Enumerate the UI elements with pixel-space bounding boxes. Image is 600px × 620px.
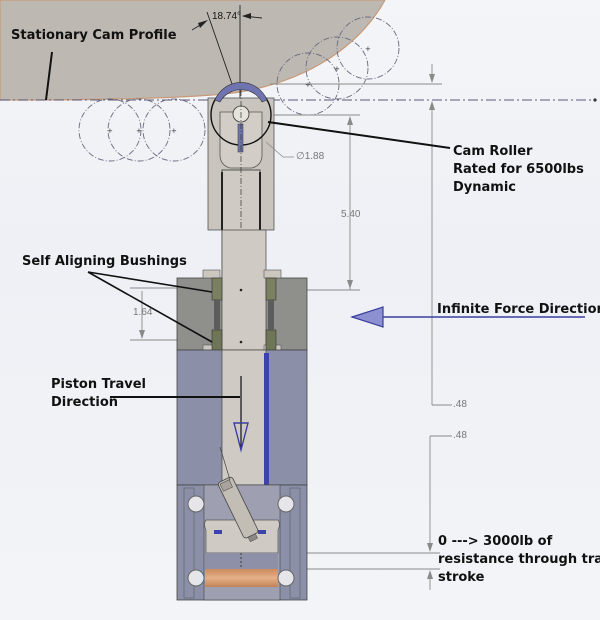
- angled-bolt: [217, 476, 259, 543]
- svg-text:+: +: [305, 81, 311, 89]
- svg-text:+: +: [107, 127, 113, 135]
- roller-contact-surface: [214, 82, 268, 103]
- piston-travel-label: Piston Travel: [51, 377, 147, 392]
- svg-text:+: +: [136, 127, 142, 135]
- bushing-center-marks: [239, 288, 243, 344]
- resistance-element: [205, 569, 278, 587]
- force-arrowhead: [350, 306, 384, 328]
- dimension-arrows: [139, 74, 435, 579]
- bushing-leader-upper: [87, 271, 213, 293]
- diameter-leader: [265, 141, 294, 158]
- bushing-leader-lower: [87, 271, 213, 343]
- force-direction-label: Infinite Force Direction: [437, 302, 600, 317]
- bushing-spacing-dimension: 1.64: [133, 307, 153, 318]
- cam-roller-label: Cam Roller: [453, 144, 533, 159]
- roller-diameter-dimension: ∅1.88: [296, 151, 325, 162]
- rod-length-dimension: 5.40: [341, 209, 361, 220]
- cam-roller-rating: Rated for 6500lbs: [453, 162, 584, 177]
- cam-profile-leader: [45, 51, 53, 101]
- resistance-label-3: stroke: [438, 570, 485, 585]
- circle-centers-left: + + +: [107, 127, 177, 135]
- angle-arrows: [198, 13, 251, 28]
- piston-travel-arrowhead: [233, 422, 249, 453]
- centerline-end-dot: [593, 98, 597, 102]
- svg-text:+: +: [171, 127, 177, 135]
- cam-roller-type: Dynamic: [453, 180, 517, 195]
- roller-pin: [237, 123, 244, 153]
- housing-bolts: [187, 495, 295, 587]
- cam-roller-leader: [267, 121, 451, 149]
- cam-profile-label: Stationary Cam Profile: [11, 28, 177, 43]
- dimension-lines: [130, 64, 452, 590]
- bushings-label: Self Aligning Bushings: [22, 254, 187, 269]
- roller-path-circles-left: [78, 98, 206, 162]
- self-aligning-bushings: [211, 277, 277, 351]
- angle-dimension-value: 18.74°: [212, 11, 242, 22]
- stationary-cam: [0, 0, 386, 101]
- circle-centers-right: + + +: [305, 45, 371, 89]
- resistance-label-2: resistance through travel: [438, 552, 600, 567]
- blue-guide-rod: [264, 353, 269, 533]
- resistance-label: 0 ---> 3000lb of: [438, 534, 553, 549]
- svg-text:+: +: [334, 65, 340, 73]
- piston-rod-lower: [221, 349, 267, 486]
- svg-text:+: +: [365, 45, 371, 53]
- piston-travel-label-2: Direction: [51, 395, 119, 410]
- gap-upper-dimension: .48: [453, 399, 467, 410]
- gap-lower-dimension: .48: [453, 430, 467, 441]
